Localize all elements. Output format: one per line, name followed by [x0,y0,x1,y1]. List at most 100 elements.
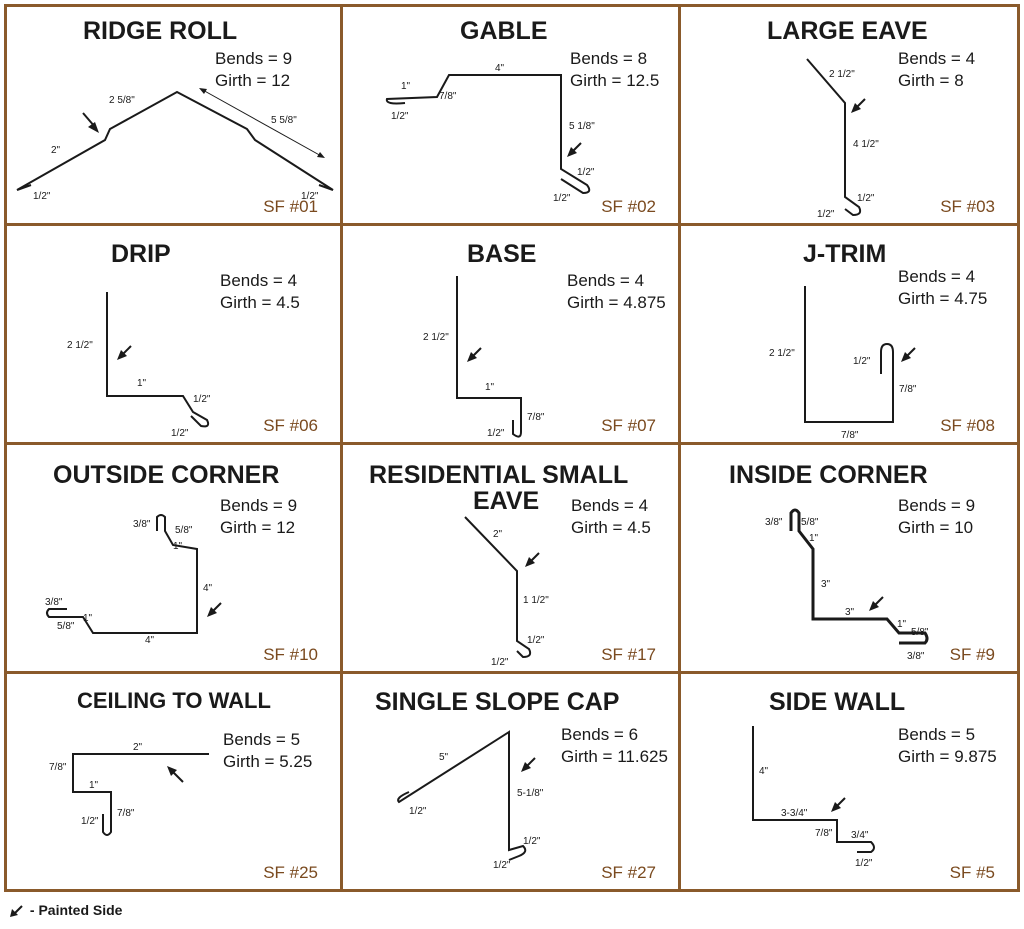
dimension-label: 7/8" [49,762,67,773]
dimension-label: 5" [439,752,449,763]
painted-side-arrow [831,797,846,812]
dimension-label: 1/2" [577,167,595,178]
profile-drawing: 4" 3-3/4" 7/8" 3/4" 1/2" [752,726,875,869]
dimension-label: 3-3/4" [781,808,808,819]
bends-count: Bends = 9 [220,496,298,515]
dimension-label: 5 1/8" [569,121,595,132]
painted-side-arrow [525,552,540,567]
dimension-label: 1/2" [817,209,835,220]
panel-title: RESIDENTIAL SMALL [369,461,629,489]
dimension-label: 2 1/2" [67,340,93,351]
dimension-label: 1/2" [193,394,211,405]
girth-value: Girth = 11.625 [561,747,668,766]
dimension-label: 1/2" [171,428,189,439]
dimension-label: 1" [137,378,147,389]
panel-code: SF #07 [601,416,656,435]
bends-count: Bends = 8 [570,49,648,68]
legend: - Painted Side [8,902,122,919]
legend-text: - Painted Side [29,902,123,918]
profile-drawing: 4" 1" 7/8" 1/2" 5 1/8" 1/2" 1/2" [385,63,595,204]
panel-ceiling-to-wall: CEILING TO WALL Bends = 5 Girth = 5.25 2… [4,671,343,892]
dimension-label: 4" [203,583,213,594]
bends-count: Bends = 4 [571,496,649,515]
girth-value: Girth = 4.75 [898,289,988,308]
panel-side-wall: SIDE WALL Bends = 5 Girth = 9.875 4" 3-3… [678,671,1020,892]
profile-drawing: 2" 1 1/2" 1/2" 1/2" [464,516,549,668]
girth-value: Girth = 9.875 [898,747,997,766]
panel-specs: Bends = 4 Girth = 4.875 [567,270,666,314]
dimension-label: 1" [173,541,183,552]
bends-count: Bends = 4 [898,49,976,68]
panel-gable: GABLE Bends = 8 Girth = 12.5 4" 1" 7/8" … [340,4,681,226]
dimension-label: 1" [809,533,819,544]
dimension-label: 1/2" [857,193,875,204]
dimension-label: 1/2" [527,635,545,646]
dimension-label: 1/2" [553,193,571,204]
dimension-label: 7/8" [439,91,457,102]
dimension-label: 1/2" [855,858,873,869]
panel-specs: Bends = 4 Girth = 8 [898,48,975,92]
panel-ridge-roll: RIDGE ROLL Bends = 9 Girth = 12 2 5/8" 5… [4,4,343,226]
panel-title: BASE [467,240,537,268]
panel-code: SF #08 [940,416,995,435]
profile-drawing: 2 1/2" 1" 7/8" 1/2" [423,276,545,439]
dimension-label: 1/2" [33,191,51,202]
dimension-label: 2 1/2" [423,332,449,343]
dimension-label: 5 5/8" [271,115,297,126]
bends-count: Bends = 4 [220,271,298,290]
dimension-label: 2 1/2" [769,348,795,359]
panel-large-eave: LARGE EAVE Bends = 4 Girth = 8 2 1/2" 4 … [678,4,1020,226]
panel-specs: Bends = 9 Girth = 10 [898,495,975,539]
profile-shape [397,730,527,861]
panel-code: SF #25 [263,863,318,882]
panel-drip: DRIP Bends = 4 Girth = 4.5 2 1/2" 1" 1/2… [4,223,343,445]
dimension-label: 1/2" [391,111,409,122]
bends-count: Bends = 9 [898,496,976,515]
dimension-label: 4" [495,63,505,74]
profile-shape [385,74,591,195]
panel-title: DRIP [111,240,171,268]
panel-title: LARGE EAVE [767,17,928,45]
panel-code: SF #06 [263,416,318,435]
panel-title: INSIDE CORNER [729,461,928,489]
dimension-label: 1/2" [491,657,509,668]
panel-specs: Bends = 4 Girth = 4.75 [898,266,987,310]
dimension-label: 1/2" [301,191,319,202]
dimension-label: 3/4" [851,830,869,841]
dimension-label: 1" [897,619,907,630]
profile-shape [806,58,862,217]
girth-value: Girth = 10 [898,518,974,537]
profile-shape [46,514,198,634]
profile-drawing: 2 1/2" 1" 1/2" 1/2" [67,292,211,439]
bends-count: Bends = 6 [561,725,639,744]
panel-title: CEILING TO WALL [77,688,271,713]
panel-code: SF #5 [949,863,995,882]
panel-specs: Bends = 5 Girth = 5.25 [223,729,312,773]
painted-side-arrow [567,142,582,157]
panel-specs: Bends = 9 Girth = 12 [220,495,297,539]
profile-drawing: 2 1/2" 4 1/2" 1/2" 1/2" [806,58,879,220]
dimension-label: 5/8" [175,525,193,536]
dimension-label: 1/2" [81,816,99,827]
panel-single-slope-cap: SINGLE SLOPE CAP Bends = 6 Girth = 11.62… [340,671,681,892]
profile-shape [106,292,210,428]
dimension-label: 4 1/2" [853,139,879,150]
painted-side-arrow [521,757,536,772]
dimension-label: 1" [401,81,411,92]
dimension-label: 7/8" [527,412,545,423]
profile-shape [464,516,532,659]
girth-value: Girth = 4.5 [220,293,300,312]
painted-side-arrow [467,347,482,362]
panel-title: J-TRIM [803,240,887,268]
profile-drawing: 2" 7/8" 1" 1/2" 7/8" [49,742,209,836]
dimension-label: 7/8" [841,430,859,441]
bends-count: Bends = 4 [898,267,976,286]
profile-drawing: 3/8" 5/8" 1" 4" 3/8" 1" 5/8" 4" [45,514,222,646]
dimension-label: 2" [133,742,143,753]
painted-side-arrow [117,345,132,360]
panel-j-trim: J-TRIM Bends = 4 Girth = 4.75 2 1/2" 1/2… [678,223,1020,445]
panel-code: SF #02 [601,197,656,216]
dimension-label: 2" [493,529,503,540]
dimension-label: 2 5/8" [109,95,135,106]
profile-shape [456,276,522,438]
